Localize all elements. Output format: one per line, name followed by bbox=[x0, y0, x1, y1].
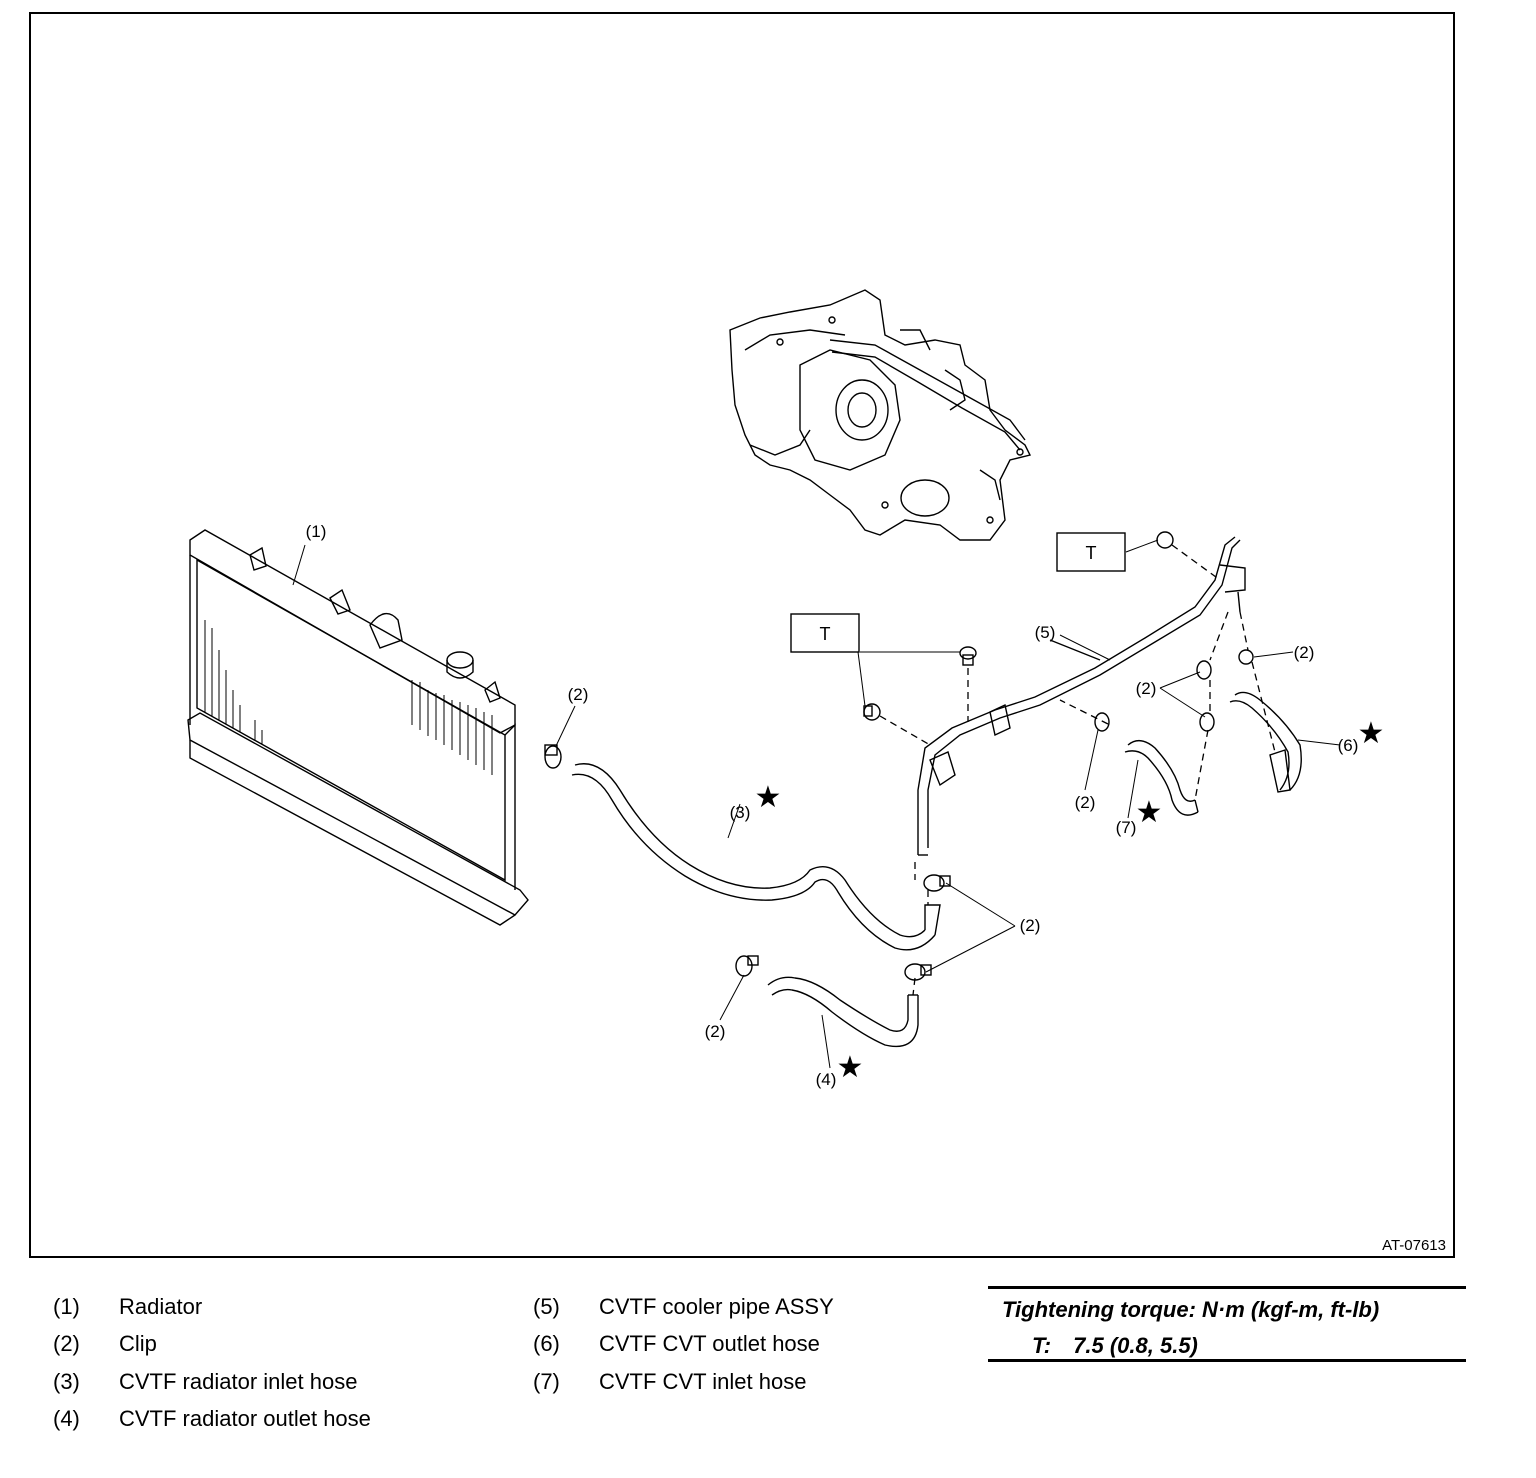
clip-left-upper bbox=[544, 744, 562, 769]
torque-row: T: 7.5 (0.8, 5.5) bbox=[1032, 1333, 1198, 1359]
bolt-center-left bbox=[863, 703, 881, 721]
callout-labels: (1) (2) (3) (2) (2) (4) (5) (2) (2) (6) … bbox=[306, 522, 1359, 1089]
clip-center-upper bbox=[923, 874, 951, 892]
torque-box-upper-label: T bbox=[1086, 543, 1097, 563]
clip-right-b bbox=[1196, 660, 1212, 680]
legend-number: (4) bbox=[53, 1406, 80, 1431]
legend-label: Clip bbox=[119, 1331, 157, 1356]
inlet-hose-drawing bbox=[571, 763, 941, 951]
cvt-outlet-hose-drawing bbox=[1229, 691, 1302, 793]
outlet-hose-drawing bbox=[767, 976, 919, 1048]
cvt-inlet-hose-drawing bbox=[1124, 740, 1199, 816]
legend-number: (7) bbox=[533, 1369, 560, 1394]
bolt-center-top bbox=[959, 646, 977, 666]
clip-right-d bbox=[1238, 649, 1254, 665]
star-icons: ★ ★ ★ ★ bbox=[755, 716, 1385, 1085]
callout-4: (4) bbox=[816, 1070, 837, 1089]
legend-label: CVTF radiator outlet hose bbox=[119, 1406, 371, 1431]
leader-lines bbox=[555, 539, 1341, 1069]
legend-number: (5) bbox=[533, 1294, 560, 1319]
radiator-drawing bbox=[187, 529, 529, 926]
transmission-case-drawing bbox=[729, 289, 1032, 541]
clip-right-a bbox=[1094, 712, 1110, 732]
figure-id: AT-07613 bbox=[1382, 1237, 1446, 1254]
legend-number: (2) bbox=[53, 1331, 80, 1356]
legend-label: Radiator bbox=[119, 1294, 203, 1319]
callout-6: (6) bbox=[1338, 736, 1359, 755]
star-icon: ★ bbox=[755, 780, 782, 815]
torque-heading: Tightening torque: N·m (kgf-m, ft-lb) bbox=[1002, 1297, 1380, 1322]
legend-label: CVTF radiator inlet hose bbox=[119, 1369, 358, 1394]
callout-2: (2) bbox=[1294, 643, 1315, 662]
clip-center-lower bbox=[904, 963, 932, 981]
clip-lower-left bbox=[735, 955, 759, 977]
bolt-drawings bbox=[863, 531, 1174, 721]
torque-key: T: bbox=[1032, 1333, 1052, 1358]
assembly-lines bbox=[879, 544, 1276, 996]
cooler-pipe-drawing bbox=[917, 536, 1246, 856]
star-icon: ★ bbox=[837, 1050, 864, 1085]
torque-box-lower: T bbox=[790, 613, 860, 653]
legend-number: (3) bbox=[53, 1369, 80, 1394]
torque-box-upper: T bbox=[1056, 532, 1126, 572]
legend-label: CVTF cooler pipe ASSY bbox=[599, 1294, 834, 1319]
torque-value: 7.5 (0.8, 5.5) bbox=[1073, 1333, 1198, 1358]
legend-number: (6) bbox=[533, 1331, 560, 1356]
legend-number: (1) bbox=[53, 1294, 80, 1319]
torque-spec-box: Tightening torque: N·m (kgf-m, ft-lb) T:… bbox=[988, 1286, 1466, 1362]
bolt-right-top bbox=[1156, 531, 1174, 549]
callout-2: (2) bbox=[1136, 679, 1157, 698]
callout-3: (3) bbox=[730, 803, 751, 822]
star-icon: ★ bbox=[1358, 716, 1385, 751]
callout-7: (7) bbox=[1116, 818, 1137, 837]
callout-2: (2) bbox=[1020, 916, 1041, 935]
torque-box-lower-label: T bbox=[820, 624, 831, 644]
callout-1: (1) bbox=[306, 522, 327, 541]
callout-2: (2) bbox=[568, 685, 589, 704]
clip-right-c bbox=[1199, 712, 1215, 732]
legend-label: CVTF CVT outlet hose bbox=[599, 1331, 820, 1356]
callout-2: (2) bbox=[1075, 793, 1096, 812]
star-icon: ★ bbox=[1136, 795, 1163, 830]
callout-5: (5) bbox=[1035, 623, 1056, 642]
diagram-frame bbox=[29, 12, 1455, 1258]
legend-label: CVTF CVT inlet hose bbox=[599, 1369, 807, 1394]
callout-2: (2) bbox=[705, 1022, 726, 1041]
